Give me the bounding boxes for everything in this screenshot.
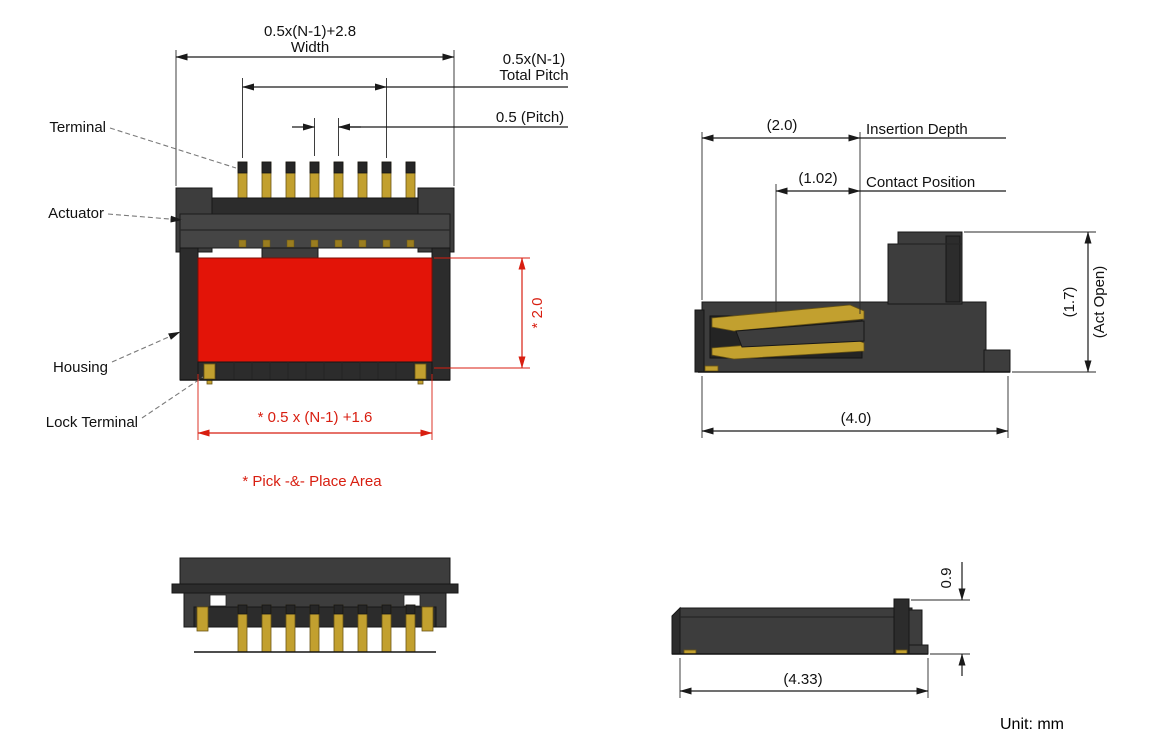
closed-front-right-window xyxy=(403,594,421,607)
closed-side-foot xyxy=(908,644,929,655)
side-length-value: (4.0) xyxy=(841,410,872,427)
open-height-value: (1.7) xyxy=(1061,287,1078,318)
insertion-depth-label: Insertion Depth xyxy=(866,121,968,138)
closed-front-view-drawing xyxy=(171,557,459,653)
front-lock-terminals xyxy=(203,363,427,385)
side-view-dimensions: (2.0) Insertion Depth (1.02) Contact Pos… xyxy=(701,117,1108,438)
unit-note: Unit: mm xyxy=(1000,716,1064,733)
front-view-dimensions: 0.5x(N-1)+2.8 Width 0.5x(N-1) Total Pitc… xyxy=(46,23,569,490)
closed-front-cap xyxy=(179,557,451,585)
side-right-foot xyxy=(983,349,1011,373)
front-terminal-pins xyxy=(237,161,416,213)
pnp-width-dimension: * 0.5 x (N-1) +1.6 xyxy=(258,409,373,426)
side-view-drawing xyxy=(694,231,1011,373)
width-caption: Width xyxy=(291,39,329,56)
closed-front-terminal-pins xyxy=(237,604,416,653)
actuator-label: Actuator xyxy=(48,205,104,222)
front-top-rail xyxy=(209,197,421,215)
lock-terminal-label: Lock Terminal xyxy=(46,414,138,431)
terminal-label: Terminal xyxy=(49,119,106,136)
housing-label: Housing xyxy=(53,359,108,376)
pnp-height-dimension: * 2.0 xyxy=(529,298,546,329)
side-actuator-shade xyxy=(945,235,961,303)
closed-side-body xyxy=(679,607,913,655)
side-actuator-open-block xyxy=(887,231,963,305)
closed-length-value: (4.33) xyxy=(783,671,822,688)
front-bottom-strip xyxy=(197,361,433,381)
closed-side-nose xyxy=(671,606,681,655)
pick-and-place-area xyxy=(197,257,433,369)
insertion-depth-value: (2.0) xyxy=(767,117,798,134)
side-left-solder-tab xyxy=(704,365,719,372)
side-contact-arms xyxy=(711,304,865,360)
pitch-dimension: 0.5 (Pitch) xyxy=(496,109,564,126)
front-view-drawing xyxy=(175,161,455,385)
closed-side-tab xyxy=(893,598,910,655)
width-formula: 0.5x(N-1)+2.8 xyxy=(264,23,356,40)
front-right-wall xyxy=(431,247,451,381)
closed-height-value: 0.9 xyxy=(938,568,955,589)
contact-position-label: Contact Position xyxy=(866,174,975,191)
contact-position-value: (1.02) xyxy=(798,170,837,187)
total-pitch-formula: 0.5x(N-1) xyxy=(503,51,566,68)
total-pitch-caption: Total Pitch xyxy=(499,67,568,84)
closed-side-view-dimensions: 0.9 (4.33) xyxy=(679,562,970,698)
open-height-label: (Act Open) xyxy=(1091,266,1108,339)
closed-front-lock-terminals xyxy=(196,606,434,632)
front-actuator-bar xyxy=(179,213,451,249)
front-left-wall xyxy=(179,247,199,381)
closed-front-lip xyxy=(171,583,459,594)
closed-side-view-drawing xyxy=(671,598,929,655)
side-nose xyxy=(694,309,705,373)
closed-front-left-window xyxy=(209,594,227,607)
pnp-note: * Pick -&- Place Area xyxy=(242,473,382,490)
